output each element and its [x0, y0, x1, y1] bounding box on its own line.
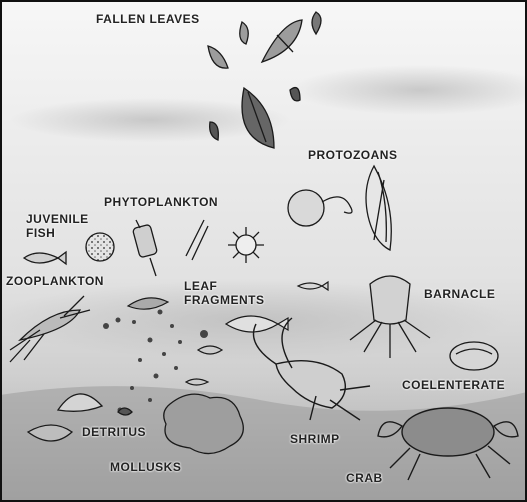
label-juvenile-fish-line1: JUVENILE: [26, 212, 89, 226]
label-mollusks: MOLLUSKS: [110, 460, 181, 474]
detritus-icon: [164, 394, 244, 453]
label-juvenile-fish-line2: FISH: [26, 226, 89, 240]
label-zooplankton: ZOOPLANKTON: [6, 274, 104, 288]
label-detritus: DETRITUS: [82, 425, 146, 439]
label-shrimp: SHRIMP: [290, 432, 340, 446]
label-leaf-fragments: LEAF FRAGMENTS: [184, 279, 265, 307]
label-juvenile-fish: JUVENILE FISH: [26, 212, 89, 240]
phytoplankton-cell-icon: [86, 233, 114, 261]
label-crab: CRAB: [346, 471, 383, 485]
coelenterate-icon: [450, 342, 498, 370]
label-phytoplankton: PHYTOPLANKTON: [104, 195, 218, 209]
label-protozoans: PROTOZOANS: [308, 148, 397, 162]
label-coelenterate: COELENTERATE: [402, 378, 505, 392]
label-leaf-fragments-line1: LEAF: [184, 279, 265, 293]
label-barnacle: BARNACLE: [424, 287, 495, 301]
protozoan-icon: [288, 190, 324, 226]
label-fallen-leaves: FALLEN LEAVES: [96, 12, 200, 26]
label-leaf-fragments-line2: FRAGMENTS: [184, 293, 265, 307]
